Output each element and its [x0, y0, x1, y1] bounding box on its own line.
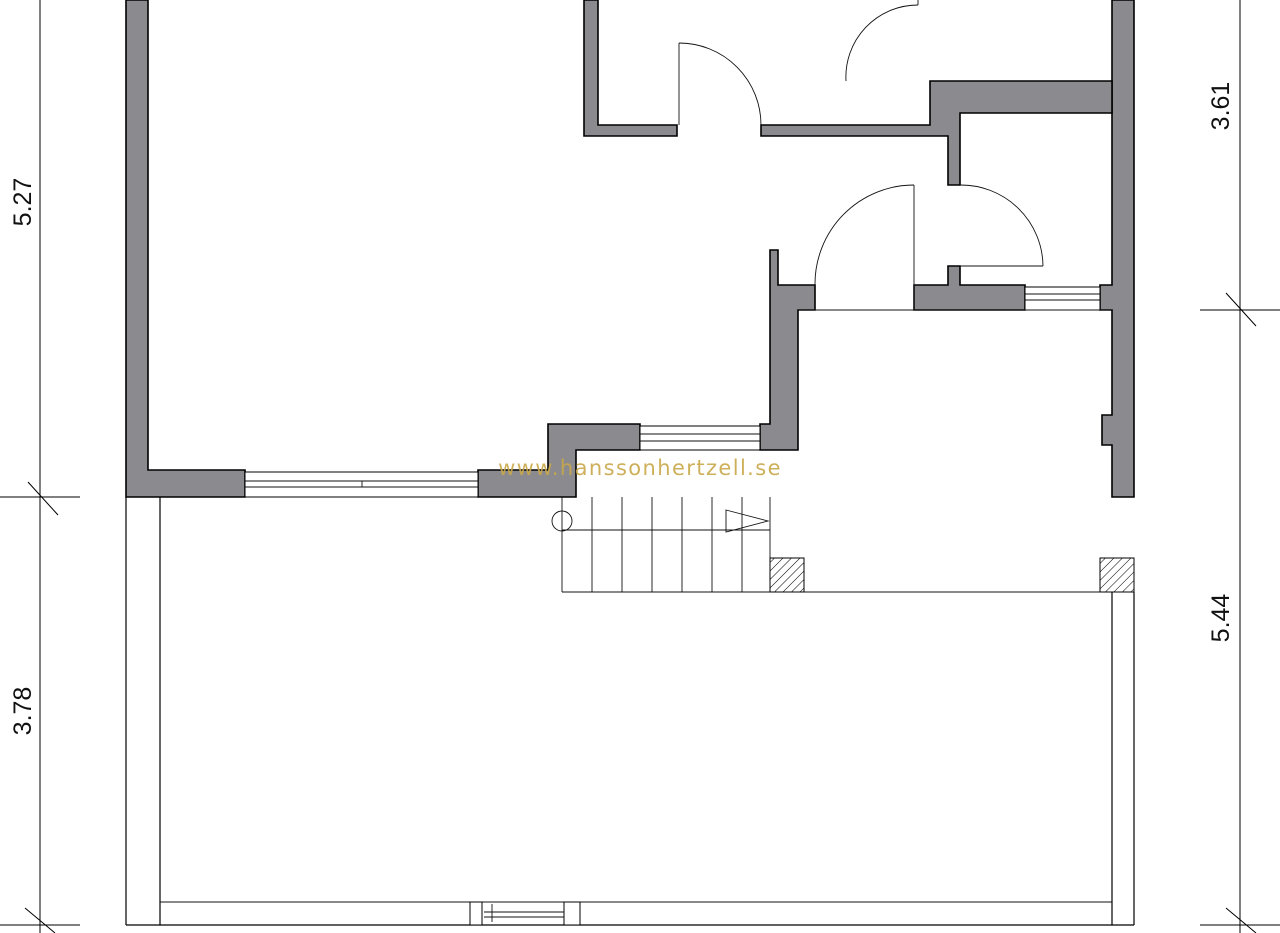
- wall-room-top-left: [583, 0, 678, 137]
- window-bottom-left: [244, 471, 479, 498]
- dimension-left: [0, 0, 80, 933]
- terrace: [125, 309, 1135, 926]
- column-right: [1099, 557, 1135, 593]
- doors: [678, 0, 1044, 311]
- window-bath: [1024, 286, 1101, 311]
- staircase: [551, 497, 1134, 593]
- dimension-label-right-top: 3.61: [1207, 82, 1235, 131]
- terrace-gate: [469, 901, 581, 926]
- door-swing-lower-right: [959, 184, 1044, 267]
- watermark-text: www.hanssonhertzell.se: [498, 456, 782, 480]
- dimension-right: [1200, 0, 1280, 933]
- exterior-walls: [125, 0, 1135, 498]
- wall-stair-landing: [759, 249, 816, 451]
- wall-left: [125, 0, 246, 498]
- dimension-label-left-top: 5.27: [9, 178, 37, 227]
- interior-walls: [583, 0, 1113, 311]
- door-swing-top: [845, 4, 919, 82]
- wall-right: [1099, 0, 1135, 498]
- window-landing: [639, 425, 761, 451]
- dimension-label-left-bottom: 3.78: [9, 687, 37, 736]
- column-left: [769, 557, 805, 593]
- wall-bath-bottom: [913, 265, 1026, 311]
- stair-start-circle: [551, 510, 573, 532]
- stair-direction-arrow: [725, 509, 770, 533]
- dimension-label-right-bottom: 5.44: [1207, 594, 1235, 643]
- wall-room-top-mid: [760, 80, 1113, 186]
- door-swing-mid: [678, 42, 762, 126]
- door-swing-lower-left: [814, 184, 915, 286]
- windows: [244, 286, 1101, 498]
